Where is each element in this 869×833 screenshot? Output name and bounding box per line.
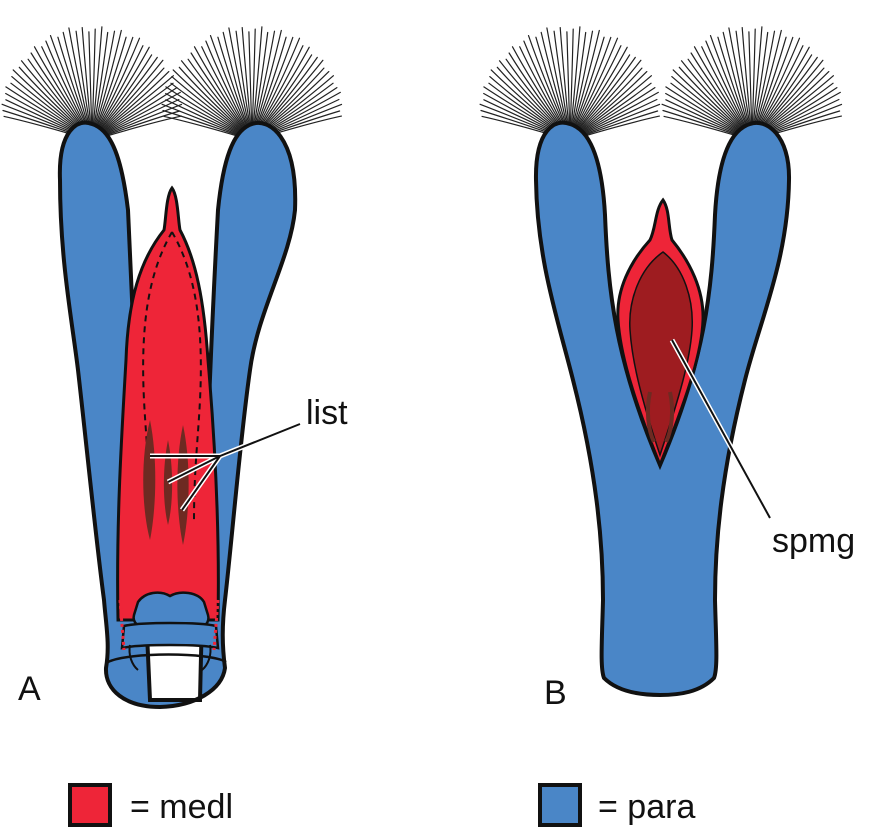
callout-label-list: list — [306, 394, 348, 432]
seta-hair — [663, 111, 741, 137]
legend: = medl = para — [70, 785, 695, 826]
median-lobe — [118, 188, 219, 620]
legend-label-medl: = medl — [130, 788, 233, 826]
seta-hair — [500, 61, 563, 131]
basal-ring — [122, 623, 218, 648]
panel-letter-b: B — [544, 674, 567, 712]
setae-tuft-right — [162, 27, 341, 137]
callout-label-spmg: spmg — [772, 522, 855, 560]
setae-tuft-right — [662, 27, 841, 137]
seta-hair — [578, 60, 641, 131]
panel-b-diagram: spmg B — [480, 27, 855, 712]
panel-letter-a: A — [18, 670, 41, 708]
panel-a-diagram: list A — [2, 27, 348, 708]
legend-label-para: = para — [598, 788, 695, 826]
legend-swatch-medl — [70, 785, 110, 825]
legend-swatch-para — [540, 785, 580, 825]
seta-hair — [760, 60, 823, 131]
seta-hair — [182, 61, 245, 131]
seta-hair — [682, 61, 745, 131]
seta-hair — [100, 60, 163, 131]
seta-hair — [163, 111, 241, 137]
setae-tuft-left — [2, 27, 181, 137]
setae-tuft-left — [480, 27, 659, 137]
seta-hair — [260, 60, 323, 131]
seta-hair — [22, 61, 85, 131]
